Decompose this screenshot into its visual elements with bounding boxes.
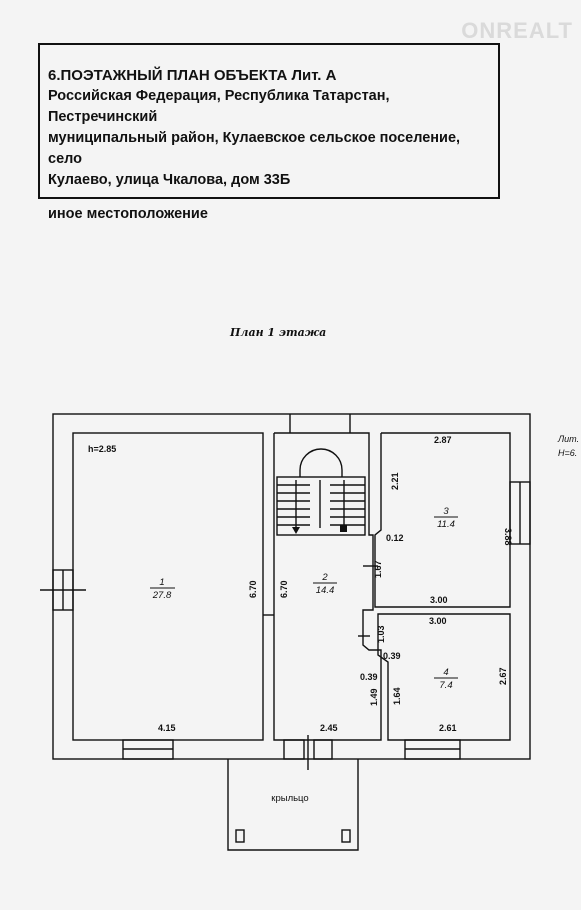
header-box: 6.ПОЭТАЖНЫЙ ПЛАН ОБЪЕКТА Лит. А Российск… bbox=[38, 43, 500, 222]
room-4-outline bbox=[377, 613, 511, 741]
room-1-area: 27.8 bbox=[152, 590, 172, 601]
dim-room1-width: 4.15 bbox=[158, 723, 176, 733]
watermark: ONREALT bbox=[461, 18, 573, 43]
room-3-outline bbox=[374, 432, 511, 608]
plan-document-title: 6.ПОЭТАЖНЫЙ ПЛАН ОБЪЕКТА Лит. А bbox=[48, 67, 337, 84]
porch-outline bbox=[227, 759, 359, 851]
address-line-3: Кулаево, улица Чкалова, дом 33Б bbox=[48, 172, 291, 188]
address-line-1: Российская Федерация, Республика Татарст… bbox=[48, 88, 390, 125]
room-2-outline bbox=[273, 432, 382, 741]
dim-room3-top: 2.87 bbox=[434, 435, 452, 445]
dim-room4-niche: 1.03 bbox=[376, 625, 386, 643]
room-2-area: 14.4 bbox=[316, 585, 335, 596]
dim-room3-right: 3.88 bbox=[503, 528, 513, 546]
dim-room3-left: 2.21 bbox=[390, 472, 400, 490]
room-4-area: 7.4 bbox=[439, 680, 452, 691]
outer-wall-outer bbox=[52, 413, 531, 760]
dim-room4-left: 1.64 bbox=[392, 687, 402, 705]
room-1-outline bbox=[72, 432, 264, 741]
dim-room4-step: 0.39 bbox=[383, 651, 401, 661]
side-note-1: Лит. bbox=[557, 434, 579, 444]
entry-door bbox=[283, 739, 305, 760]
dim-corridor-step: 0.39 bbox=[360, 672, 378, 682]
dim-room4-top: 3.00 bbox=[429, 616, 447, 626]
dim-room1-height: 6.70 bbox=[248, 580, 258, 598]
dim-corridor-wall: 1.49 bbox=[369, 688, 379, 706]
room-3-area: 11.4 bbox=[437, 519, 455, 530]
dim-room3-niche: 1.67 bbox=[373, 560, 383, 578]
ceiling-height-label: h=2.85 bbox=[88, 444, 116, 454]
dim-room2-height: 6.70 bbox=[279, 580, 289, 598]
dim-room4-right: 2.67 bbox=[498, 667, 508, 685]
address-line-2: муниципальный район, Кулаевское сельское… bbox=[48, 130, 461, 167]
room-2-number: 2 bbox=[321, 572, 328, 583]
dim-room4-bottom: 2.61 bbox=[439, 723, 457, 733]
room-4-number: 4 bbox=[443, 667, 448, 678]
dim-room2-width: 2.45 bbox=[320, 723, 338, 733]
room-1-number: 1 bbox=[159, 577, 164, 588]
dim-room3-step: 0.12 bbox=[386, 533, 404, 543]
room-3-number: 3 bbox=[443, 506, 449, 517]
stairs-outline bbox=[276, 476, 366, 536]
porch-label: крыльцо bbox=[271, 793, 308, 804]
stairs-arrow-head bbox=[292, 527, 300, 534]
floor-plan-title: План 1 этажа bbox=[230, 326, 327, 339]
location-note: иное местоположение bbox=[48, 206, 208, 222]
side-note-2: Н=6. bbox=[558, 448, 577, 458]
dim-room3-bottom: 3.00 bbox=[430, 595, 448, 605]
stairs-arc bbox=[299, 448, 343, 477]
